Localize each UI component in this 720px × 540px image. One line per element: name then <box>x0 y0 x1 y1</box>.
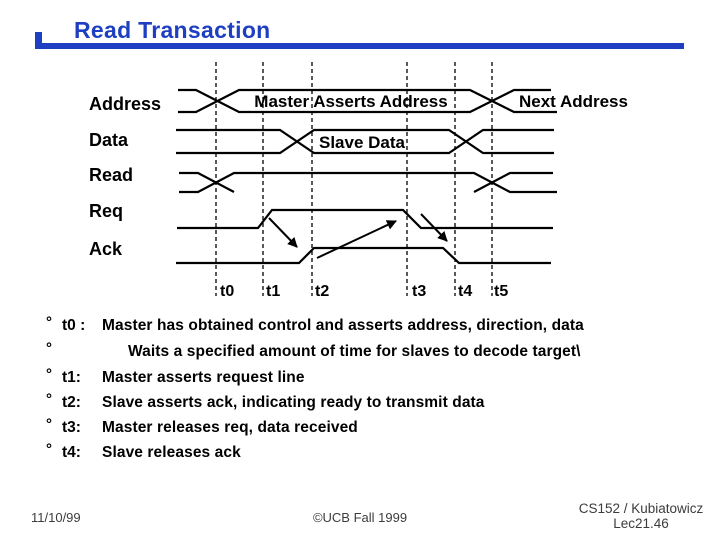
address-waveform <box>178 88 551 114</box>
note-key: t0 : <box>62 317 86 334</box>
causality-arrow-ack-to-req <box>316 220 397 259</box>
time-label-t5: t5 <box>494 283 509 300</box>
ack-waveform <box>176 246 551 265</box>
signal-label-address: Address <box>89 94 162 114</box>
time-label-t0: t0 <box>220 283 235 300</box>
note-text: Master has obtained control and asserts … <box>102 317 584 334</box>
signal-label-data: Data <box>89 130 129 150</box>
time-label-t1: t1 <box>266 283 281 300</box>
footer-course: CS152 / Kubiatowicz <box>578 501 704 516</box>
note-t1: ° t1: Master asserts request line <box>0 366 720 391</box>
note-t4: ° t4: Slave releases ack <box>0 441 720 466</box>
signal-label-req: Req <box>89 201 124 221</box>
footer-course-block: CS152 / Kubiatowicz Lec21.46 <box>560 501 720 531</box>
signal-label-read: Read <box>89 165 134 185</box>
causality-arrow-req-to-ack-release <box>420 213 448 242</box>
page-title: Read Transaction <box>74 17 271 43</box>
bullet-icon: ° <box>46 441 52 458</box>
title-underline <box>35 43 684 49</box>
bullet-icon: ° <box>46 391 52 408</box>
time-label-t3: t3 <box>412 283 427 300</box>
data-waveform <box>176 128 554 155</box>
next-address-label: Next Address <box>519 92 628 111</box>
footer-copyright: ©UCB Fall 1999 <box>312 510 408 525</box>
footer-lecture: Lec21.46 <box>613 516 669 531</box>
note-t0: ° t0 : Master has obtained control and a… <box>0 314 720 339</box>
data-waveform <box>176 128 554 155</box>
bullet-icon: ° <box>46 366 52 383</box>
title-underline-tick <box>35 32 42 49</box>
timing-diagram <box>176 62 557 296</box>
note-key: t3: <box>62 419 81 436</box>
bullet-icon: ° <box>46 314 52 331</box>
read-waveform <box>179 171 557 194</box>
note-text: Slave releases ack <box>102 444 241 461</box>
time-label-t2: t2 <box>315 283 330 300</box>
address-waveform <box>178 88 557 114</box>
slave-data-label: Slave Data <box>319 133 405 152</box>
note-text: Waits a specified amount of time for sla… <box>128 343 581 360</box>
req-waveform <box>177 208 553 230</box>
bullet-icon: ° <box>46 340 52 357</box>
address-active-label: Master Asserts Address <box>254 92 448 111</box>
note-text: Master releases req, data received <box>102 419 358 436</box>
note-t2: ° t2: Slave asserts ack, indicating read… <box>0 391 720 416</box>
note-text: Slave asserts ack, indicating ready to t… <box>102 394 485 411</box>
read-waveform <box>179 171 235 193</box>
note-text: Master asserts request line <box>102 369 305 386</box>
read-waveform <box>473 171 553 193</box>
note-t0-continued: ° Waits a specified amount of time for s… <box>0 340 720 365</box>
bullet-icon: ° <box>46 416 52 433</box>
note-key: t1: <box>62 369 81 386</box>
note-key: t2: <box>62 394 81 411</box>
note-key: t4: <box>62 444 81 461</box>
time-label-t4: t4 <box>458 283 473 300</box>
note-t3: ° t3: Master releases req, data received <box>0 416 720 441</box>
footer-date: 11/10/99 <box>31 510 81 525</box>
signal-label-ack: Ack <box>89 239 123 259</box>
causality-arrow-req-to-ack <box>268 217 298 248</box>
